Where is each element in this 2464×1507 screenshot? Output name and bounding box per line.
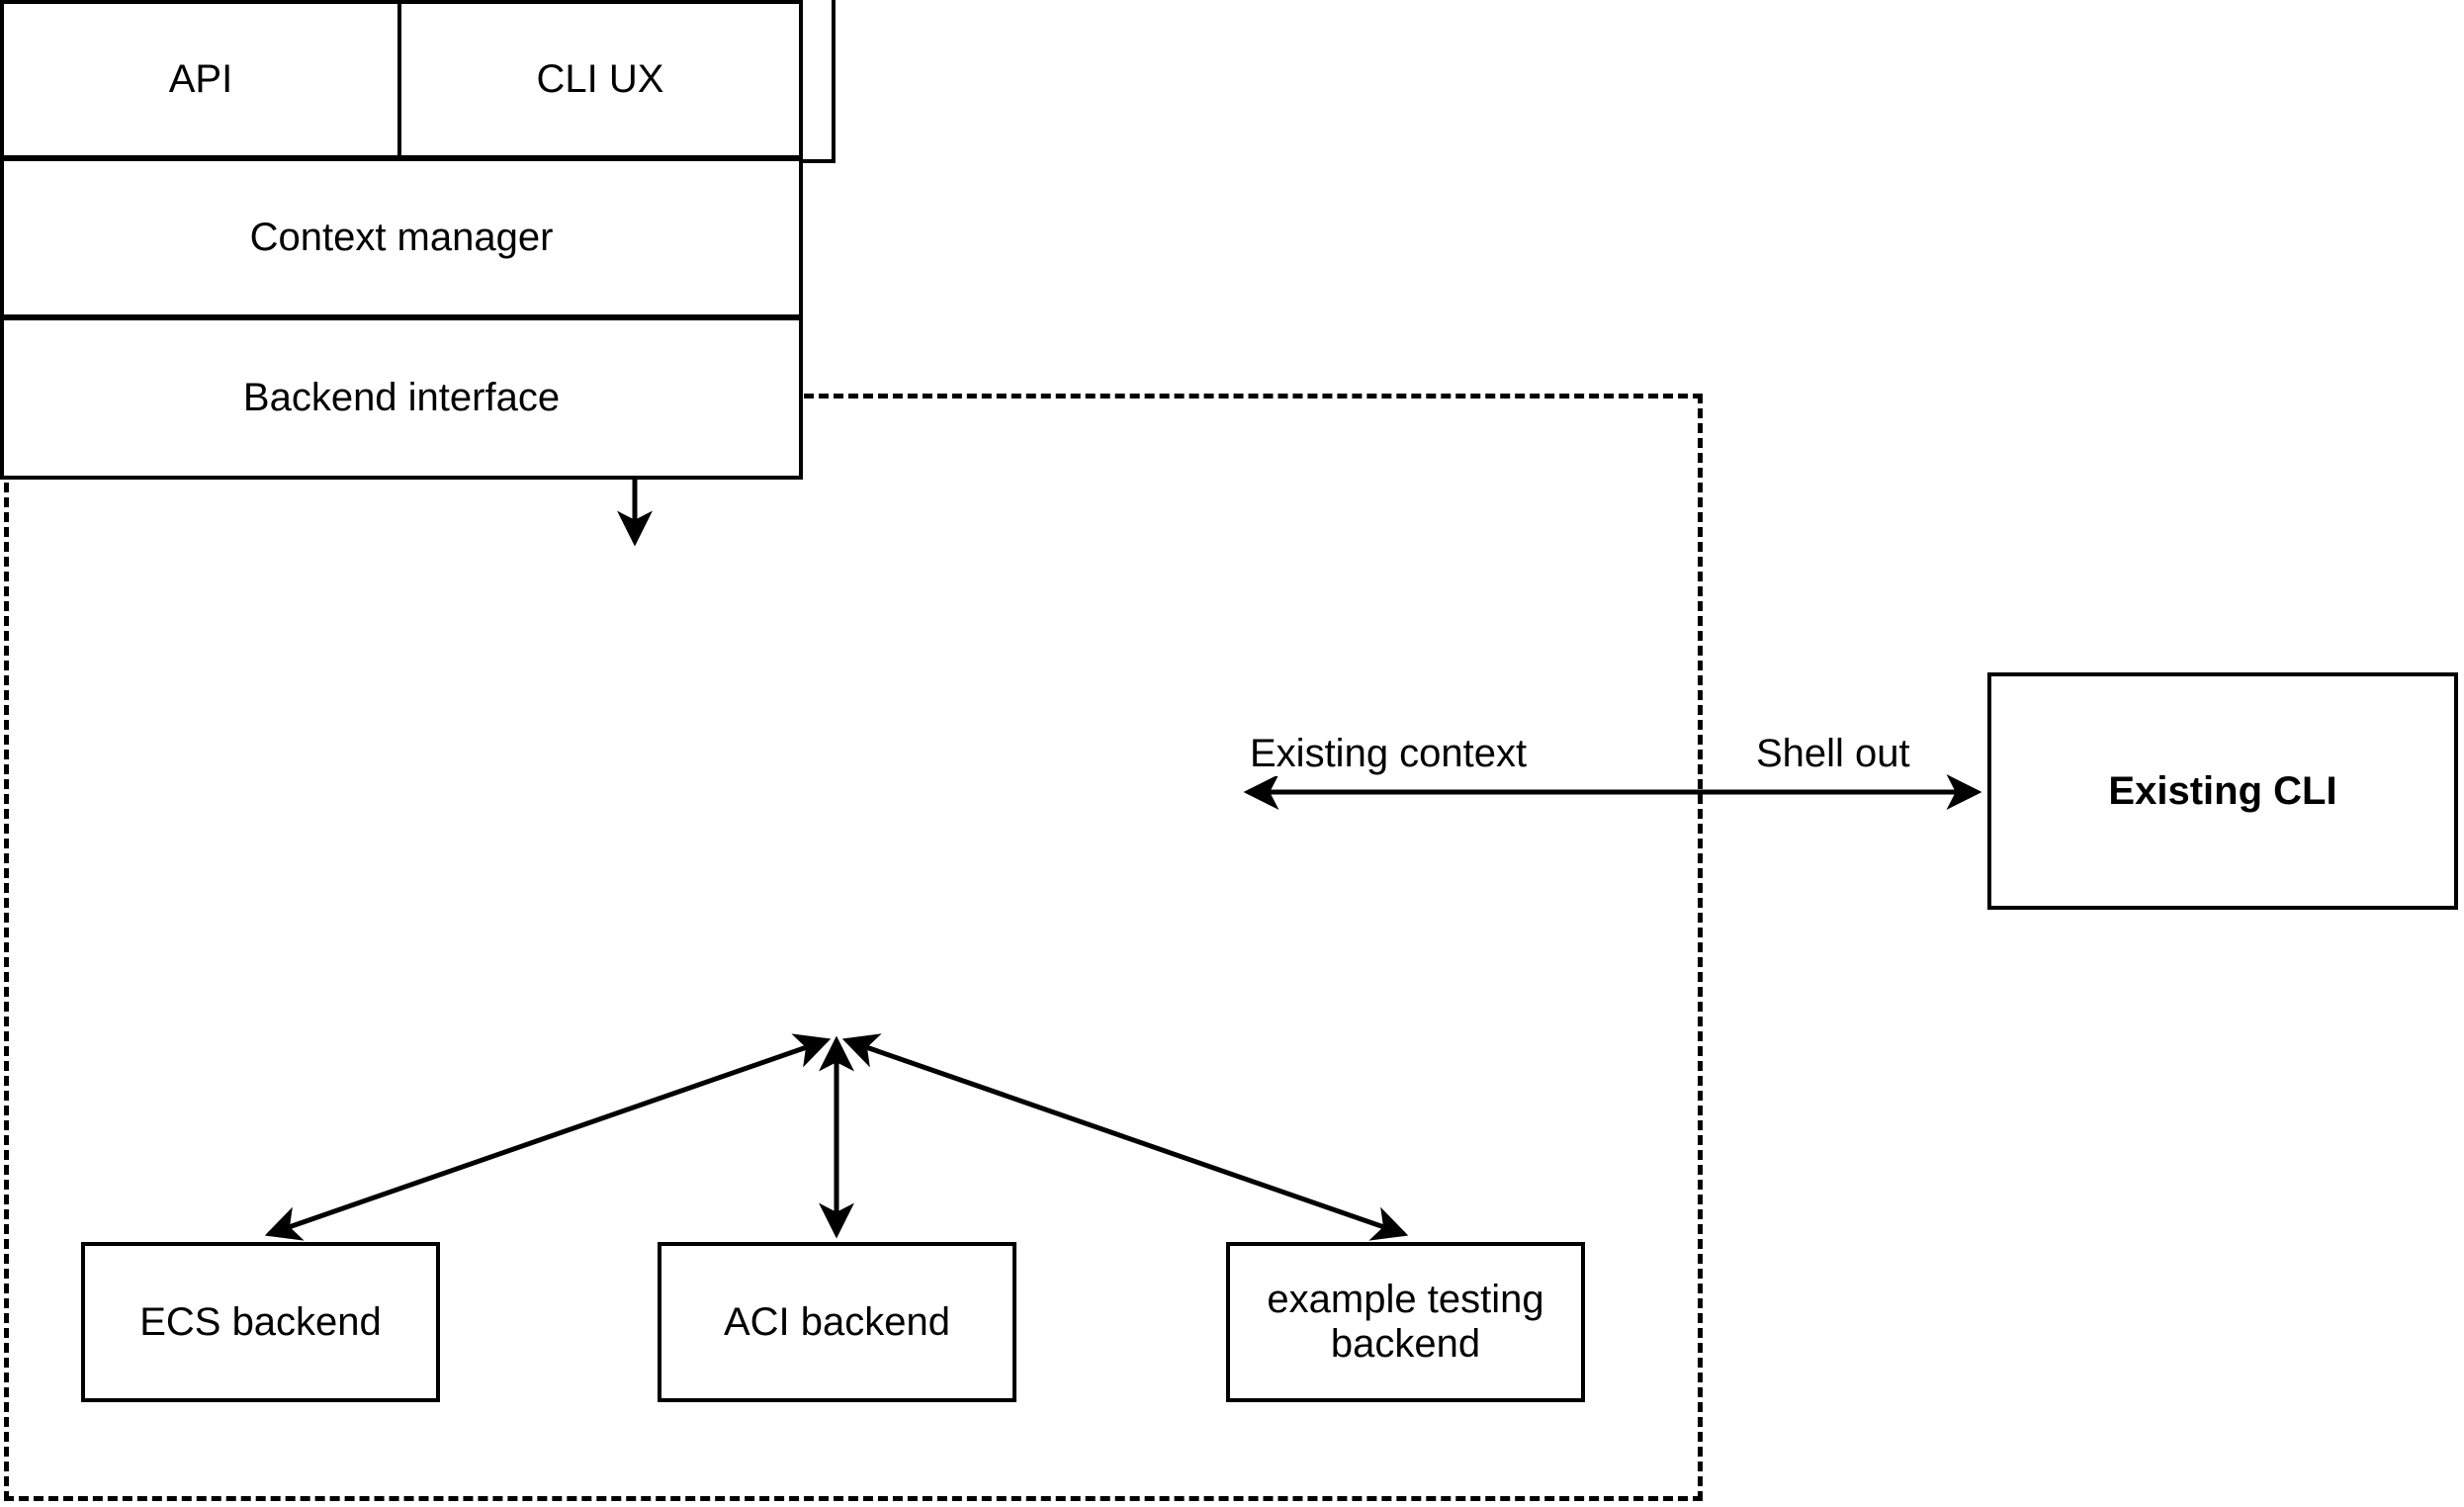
stack-row-api-cliux: API CLI UX	[0, 0, 803, 159]
edge-label-shell-out: Shell out	[1750, 732, 1916, 776]
node-cli-ux[interactable]: CLI UX	[401, 4, 799, 155]
node-api[interactable]: API	[4, 4, 401, 155]
edge-label-existing-context: Existing context	[1244, 732, 1534, 776]
node-backend-interface-label: Backend interface	[242, 376, 561, 419]
node-context-manager-label: Context manager	[249, 216, 554, 259]
node-example-testing-backend-line1: example testing	[1267, 1278, 1544, 1322]
node-backend-interface[interactable]: Backend interface	[0, 316, 803, 480]
compose-cli-stack: API CLI UX Context manager Backend inter…	[0, 0, 803, 480]
node-existing-cli-label: Existing CLI	[2108, 768, 2337, 813]
node-context-manager[interactable]: Context manager	[0, 157, 803, 318]
group-compose-cli	[4, 394, 1703, 1501]
node-existing-cli[interactable]: Existing CLI	[1987, 672, 2458, 910]
node-aci-backend-label: ACI backend	[723, 1299, 951, 1344]
node-aci-backend[interactable]: ACI backend	[658, 1242, 1016, 1402]
node-cli-ux-label: CLI UX	[536, 57, 664, 101]
node-api-label: API	[168, 57, 233, 101]
node-example-testing-backend-line2: backend	[1330, 1322, 1481, 1366]
node-ecs-backend-label: ECS backend	[139, 1299, 382, 1344]
node-ecs-backend[interactable]: ECS backend	[81, 1242, 440, 1402]
